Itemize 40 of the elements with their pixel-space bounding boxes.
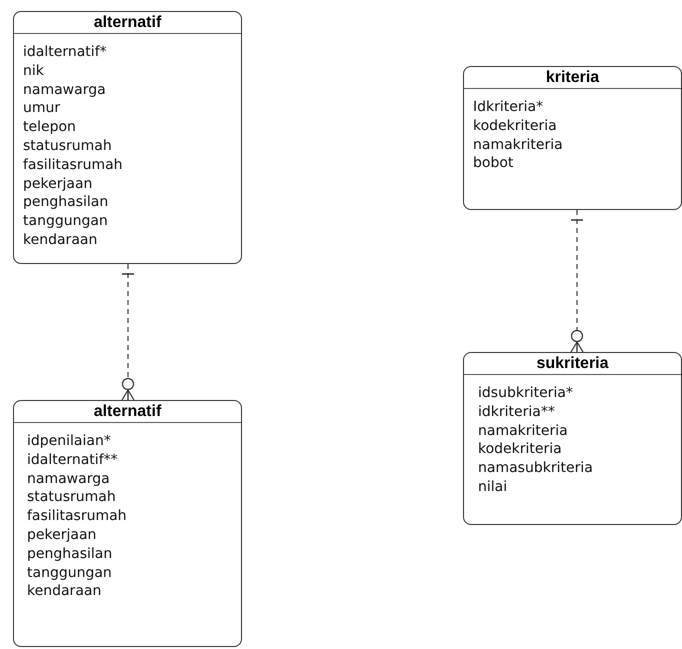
attribute-name: idkriteria** [478, 402, 555, 422]
attribute-name: pekerjaan [23, 174, 92, 194]
attribute-name: nik [23, 62, 44, 81]
relationship-line [570, 210, 584, 353]
attribute-name: kodekriteria [478, 440, 562, 460]
attribute-name: fasilitasrumah [27, 507, 127, 526]
attribute-name: tanggungan [23, 212, 108, 231]
entity-box [463, 352, 682, 525]
attribute-name: fasilitasrumah [23, 156, 123, 175]
attribute-name: telepon [23, 118, 76, 137]
entity-box [13, 400, 242, 647]
attribute-name: namakriteria [473, 136, 563, 154]
attribute-name: pekerjaan [27, 526, 96, 545]
attribute-name: statusrumah [27, 488, 116, 508]
attribute-name: kodekriteria [473, 116, 557, 136]
attribute-name: namawarga [27, 470, 110, 488]
attribute-name: namawarga [23, 80, 106, 100]
attribute-name: penghasilan [27, 544, 112, 564]
entity-box [463, 66, 682, 210]
attribute-name: kendaraan [27, 582, 102, 602]
attribute-name: tanggungan [27, 564, 112, 582]
entity-name: alternatif [94, 14, 162, 31]
entity-box [13, 11, 242, 264]
attribute-name: namakriteria [478, 422, 568, 440]
attribute-name: idsubkriteria* [478, 384, 573, 403]
attribute-name: umur [23, 99, 60, 118]
attribute-name: idalternatif* [23, 43, 107, 62]
attribute-name: idpenilaian* [27, 432, 111, 451]
attribute-name: nilai [478, 478, 508, 497]
attribute-name: Idkriteria* [473, 98, 544, 117]
attribute-name: penghasilan [23, 193, 108, 212]
attribute-name: bobot [473, 154, 514, 174]
attribute-name: kendaraan [23, 230, 98, 250]
relationship-line [121, 264, 135, 401]
attribute-name: idalternatif** [27, 450, 118, 470]
entity-name: sukriteria [536, 355, 609, 372]
attribute-name: statusrumah [23, 136, 112, 156]
attribute-name: namasubkriteria [478, 459, 593, 478]
entity-name: alternatif [94, 403, 162, 420]
entity-name: kriteria [546, 69, 600, 86]
